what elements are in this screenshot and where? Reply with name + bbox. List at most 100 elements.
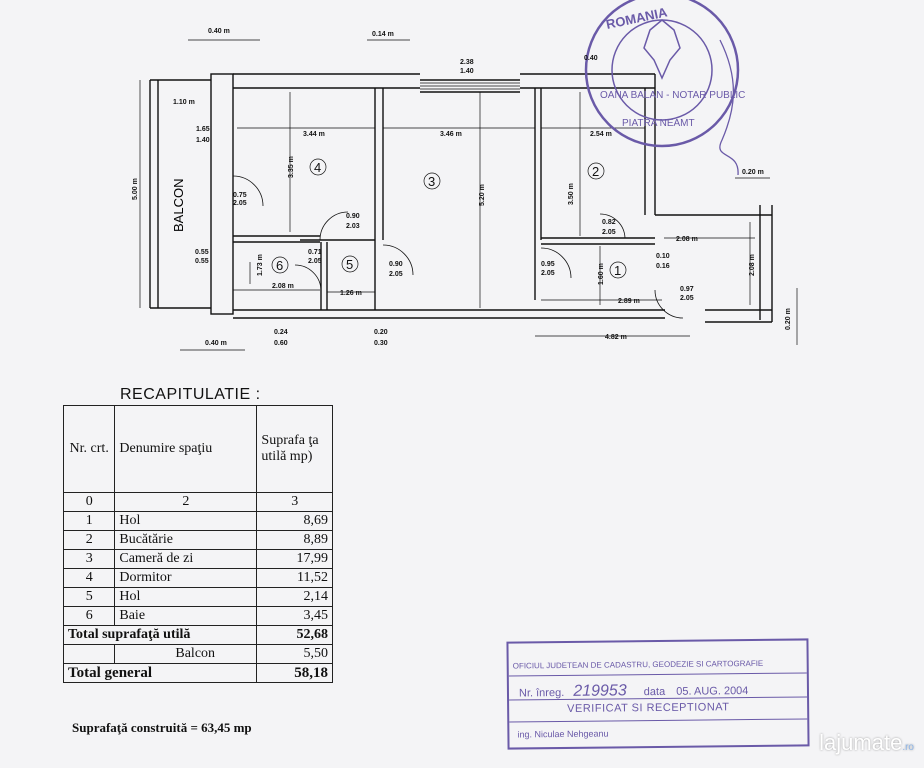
watermark-tld: .ro — [902, 742, 914, 753]
table-row: 2 Bucătărie 8,89 — [62, 530, 333, 550]
row-name: Hol — [114, 511, 258, 531]
room-number-2: 2 — [592, 164, 599, 179]
dim-label: 0.75 — [233, 192, 247, 199]
balcony-value: 5,50 — [256, 644, 333, 664]
floor-plan: 0.40 m 0.14 m 2.38 1.40 1.10 m 1.65 1.40… — [132, 0, 798, 351]
plan-door-swings — [232, 175, 684, 319]
row-nr — [62, 644, 116, 664]
row-name: Dormitor — [114, 568, 258, 588]
dim-label: 0.40 — [584, 55, 598, 62]
table-header-row: Nr. crt. Denumire spaţiu Suprafa ţa util… — [62, 405, 333, 493]
dim-label: 0.20 — [374, 329, 388, 336]
dim-label: 0.90 — [346, 213, 360, 220]
room-number-3: 3 — [428, 174, 435, 189]
row-nr: 1 — [62, 511, 116, 531]
dim-label: 0.10 — [656, 253, 670, 260]
total-general-row: Total general 58,18 — [62, 663, 333, 683]
dim-label: 2.05 — [680, 295, 694, 302]
dim-label: 1.73 m — [257, 254, 264, 276]
index-cell: 0 — [62, 492, 116, 512]
site-watermark: lajumate.ro — [819, 730, 914, 756]
registry-office: OFICIUL JUDETEAN DE CADASTRU, GEODEZIE S… — [512, 658, 764, 671]
index-cell: 2 — [114, 492, 258, 512]
dim-label: 1.65 — [196, 126, 210, 133]
dim-label: 2.38 — [460, 59, 474, 66]
recap-title: RECAPITULATIE : — [120, 386, 261, 403]
dim-label: 3.44 m — [303, 131, 325, 138]
dim-label: 2.89 m — [618, 298, 640, 305]
dim-label: 5.00 m — [132, 178, 139, 200]
dim-label: 0.55 — [195, 258, 209, 265]
dim-label: 2.05 — [602, 229, 616, 236]
registry-stamp: OFICIUL JUDETEAN DE CADASTRU, GEODEZIE S… — [506, 638, 810, 750]
room-number-5: 5 — [346, 257, 353, 272]
watermark-name: lajumate — [819, 730, 903, 755]
total-general-value: 58,18 — [256, 663, 333, 683]
header-name: Denumire spaţiu — [114, 405, 258, 493]
row-area: 17,99 — [256, 549, 333, 569]
row-area: 8,89 — [256, 530, 333, 550]
stamp-city: PIATRA NEAMT — [622, 118, 695, 129]
table-index-row: 0 2 3 — [62, 492, 333, 512]
row-nr: 6 — [62, 606, 116, 626]
balcony-label: BALCON — [171, 179, 186, 232]
row-area: 3,45 — [256, 606, 333, 626]
dim-label: 2.08 m — [749, 254, 756, 276]
header-nr: Nr. crt. — [62, 405, 116, 493]
dim-label: 2.54 m — [590, 131, 612, 138]
dim-label: 2.05 — [541, 270, 555, 277]
total-util-row: Total suprafaţă utilă 52,68 — [62, 625, 333, 645]
registry-number-label: Nr. înreg. — [518, 686, 565, 700]
dim-label: 2.08 m — [272, 283, 294, 290]
dim-label: 1.10 m — [173, 99, 195, 106]
index-cell: 3 — [256, 492, 333, 512]
row-nr: 4 — [62, 568, 116, 588]
registry-date-label: data — [643, 685, 666, 699]
dim-label: 4.82 m — [605, 334, 627, 341]
dim-label: 0.82 — [602, 219, 616, 226]
dim-label: 0.16 — [656, 263, 670, 270]
table-row: 6 Baie 3,45 — [62, 606, 333, 626]
dim-label: 0.20 m — [785, 308, 792, 330]
dim-label: 0.24 — [274, 329, 288, 336]
dim-label: 1.40 — [460, 68, 474, 75]
table-row: 1 Hol 8,69 — [62, 511, 333, 531]
dim-label: 2.05 — [389, 271, 403, 278]
dim-label: 0.20 m — [742, 169, 764, 176]
balcony-row: Balcon 5,50 — [62, 644, 333, 664]
row-area: 2,14 — [256, 587, 333, 607]
room-number-4: 4 — [314, 160, 321, 175]
dim-label: 2.05 — [233, 200, 247, 207]
plan-walls — [149, 73, 773, 323]
registry-verified: VERIFICAT SI RECEPTIONAT — [567, 701, 730, 715]
registry-date: 05. AUG. 2004 — [676, 685, 749, 698]
row-nr: 3 — [62, 549, 116, 569]
balcony-label-cell: Balcon — [114, 644, 258, 664]
registry-official: ing. Niculae Nehgeanu — [517, 728, 609, 740]
plan-windows — [420, 82, 520, 90]
dim-label: 2.08 m — [676, 236, 698, 243]
table-row: 3 Cameră de zi 17,99 — [62, 549, 333, 569]
dim-label: 0.40 m — [208, 28, 230, 35]
total-general-label: Total general — [62, 663, 258, 683]
dim-label: 3.50 m — [568, 183, 575, 205]
row-nr: 5 — [62, 587, 116, 607]
dim-label: 3.46 m — [440, 131, 462, 138]
plan-dimension-lines — [139, 39, 798, 351]
dim-label: 1.60 m — [598, 263, 605, 285]
room-number-1: 1 — [614, 263, 621, 278]
dim-label: 0.90 — [389, 261, 403, 268]
dim-label: 0.40 m — [205, 340, 227, 347]
dim-label: 0.95 — [541, 261, 555, 268]
signature-mark — [719, 39, 739, 176]
built-area-note: Suprafaţă construită = 63,45 mp — [72, 720, 252, 735]
row-nr: 2 — [62, 530, 116, 550]
row-name: Baie — [114, 606, 258, 626]
dim-label: 0.71 — [308, 249, 322, 256]
dim-label: 2.03 — [346, 223, 360, 230]
dim-label: 0.30 — [374, 340, 388, 347]
dim-label: 5.20 m — [479, 184, 486, 206]
row-name: Cameră de zi — [114, 549, 258, 569]
row-area: 11,52 — [256, 568, 333, 588]
dim-label: 2.05 — [308, 258, 322, 265]
